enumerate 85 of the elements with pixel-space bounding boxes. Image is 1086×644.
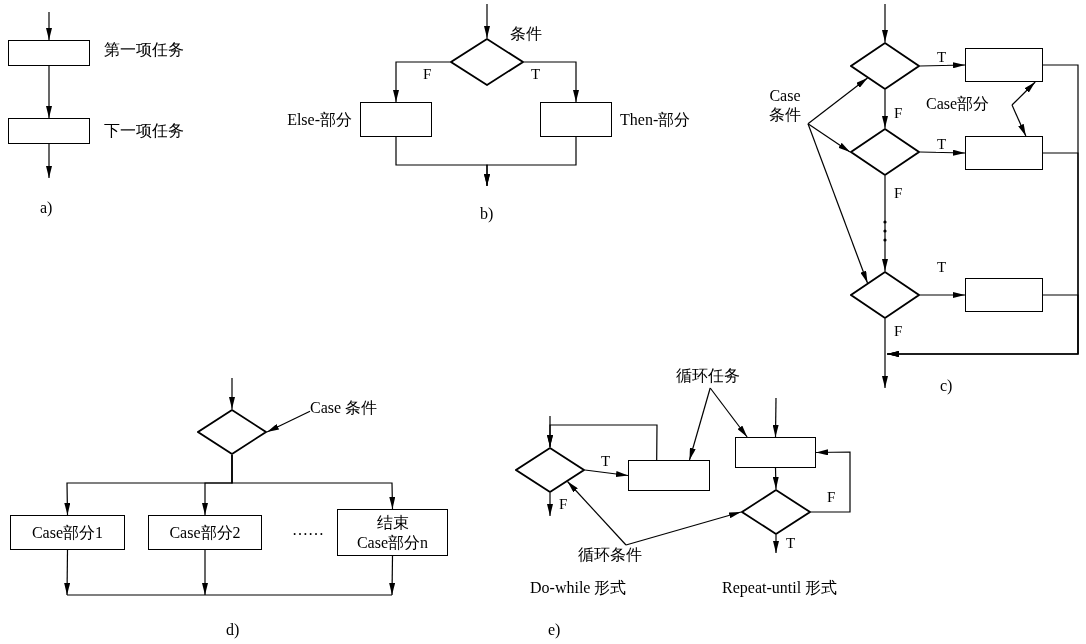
decision-diamond bbox=[741, 489, 811, 535]
edge-label: F bbox=[826, 490, 837, 505]
arrow bbox=[547, 492, 553, 517]
decision-diamond bbox=[197, 409, 267, 455]
arrow bbox=[46, 143, 52, 179]
node-caption: 第一项任务 bbox=[104, 40, 184, 60]
arrow bbox=[584, 469, 629, 477]
panel-label: d) bbox=[226, 620, 240, 640]
arrow bbox=[882, 89, 888, 129]
arrow bbox=[773, 534, 779, 554]
process-box: 结束 Case部分n bbox=[337, 509, 448, 556]
arrow bbox=[882, 175, 888, 272]
annotation-text: Case 条件 bbox=[762, 86, 808, 125]
arrow bbox=[393, 61, 451, 103]
edge-label: F bbox=[893, 324, 904, 339]
edge-label: F bbox=[893, 186, 904, 201]
panel-label: c) bbox=[940, 376, 953, 396]
edge-label: T bbox=[785, 536, 797, 551]
annotation-text: Case 条件 bbox=[310, 398, 400, 418]
leader-line bbox=[1011, 81, 1036, 106]
edge-label: F bbox=[558, 497, 569, 512]
caption-text: Do-while 形式 bbox=[530, 578, 627, 598]
panel-label: e) bbox=[548, 620, 561, 640]
leader-line bbox=[566, 480, 627, 546]
leader-line bbox=[64, 549, 71, 596]
leader-line bbox=[1011, 104, 1027, 137]
arrow bbox=[882, 318, 888, 389]
process-box bbox=[965, 136, 1043, 170]
leader-line bbox=[389, 555, 396, 596]
arrow bbox=[484, 136, 577, 187]
arrow bbox=[772, 397, 779, 438]
process-box bbox=[735, 437, 816, 468]
panel-label: a) bbox=[40, 198, 53, 218]
decision-diamond bbox=[515, 447, 585, 493]
leader-line bbox=[625, 511, 742, 546]
arrow bbox=[46, 65, 52, 119]
edge-label: T bbox=[530, 67, 542, 82]
process-box bbox=[628, 460, 710, 491]
process-box: Case部分2 bbox=[148, 515, 262, 550]
arrow bbox=[919, 292, 966, 298]
process-box bbox=[965, 48, 1043, 82]
panel-label: b) bbox=[480, 204, 494, 224]
decision-diamond bbox=[850, 271, 920, 319]
leader-line bbox=[807, 123, 869, 284]
process-box bbox=[8, 118, 90, 144]
arrow bbox=[886, 294, 1079, 357]
leader-line bbox=[266, 410, 311, 433]
arrow bbox=[882, 3, 888, 43]
decision-diamond bbox=[850, 128, 920, 176]
leader-line bbox=[807, 77, 869, 125]
node-caption: Then-部分 bbox=[620, 110, 691, 130]
leader-line bbox=[688, 387, 711, 461]
arrow bbox=[919, 149, 966, 156]
process-box bbox=[540, 102, 612, 137]
arrow bbox=[810, 449, 851, 513]
arrow bbox=[231, 454, 396, 510]
caption-text: Repeat-until 形式 bbox=[722, 578, 838, 598]
arrow bbox=[484, 3, 490, 39]
edge-label: T bbox=[936, 50, 948, 65]
arrow bbox=[523, 61, 579, 103]
annotation-text: Case部分 bbox=[926, 94, 1012, 114]
node-caption: Else-部分 bbox=[287, 110, 352, 130]
arrow bbox=[46, 11, 52, 41]
leader-line bbox=[709, 387, 748, 438]
arrow bbox=[547, 424, 658, 461]
edge-label: T bbox=[936, 137, 948, 152]
decision-diamond bbox=[850, 42, 920, 90]
process-box bbox=[8, 40, 90, 66]
edge-label: T bbox=[600, 454, 612, 469]
leader-line bbox=[807, 123, 851, 153]
annotation-text: 循环任务 bbox=[676, 366, 752, 386]
process-box bbox=[360, 102, 432, 137]
process-box: Case部分1 bbox=[10, 515, 125, 550]
annotation-text: 循环条件 bbox=[578, 545, 658, 565]
panel-label: …… bbox=[292, 520, 324, 540]
node-caption: 下一项任务 bbox=[104, 121, 184, 141]
node-caption: 条件 bbox=[510, 24, 542, 44]
arrow bbox=[772, 467, 779, 490]
arrow bbox=[919, 62, 966, 69]
arrow bbox=[229, 377, 235, 410]
edge-label: T bbox=[936, 260, 948, 275]
edge-label: F bbox=[893, 106, 904, 121]
leader-line bbox=[202, 549, 208, 596]
edge-label: F bbox=[422, 67, 433, 82]
process-box bbox=[965, 278, 1043, 312]
